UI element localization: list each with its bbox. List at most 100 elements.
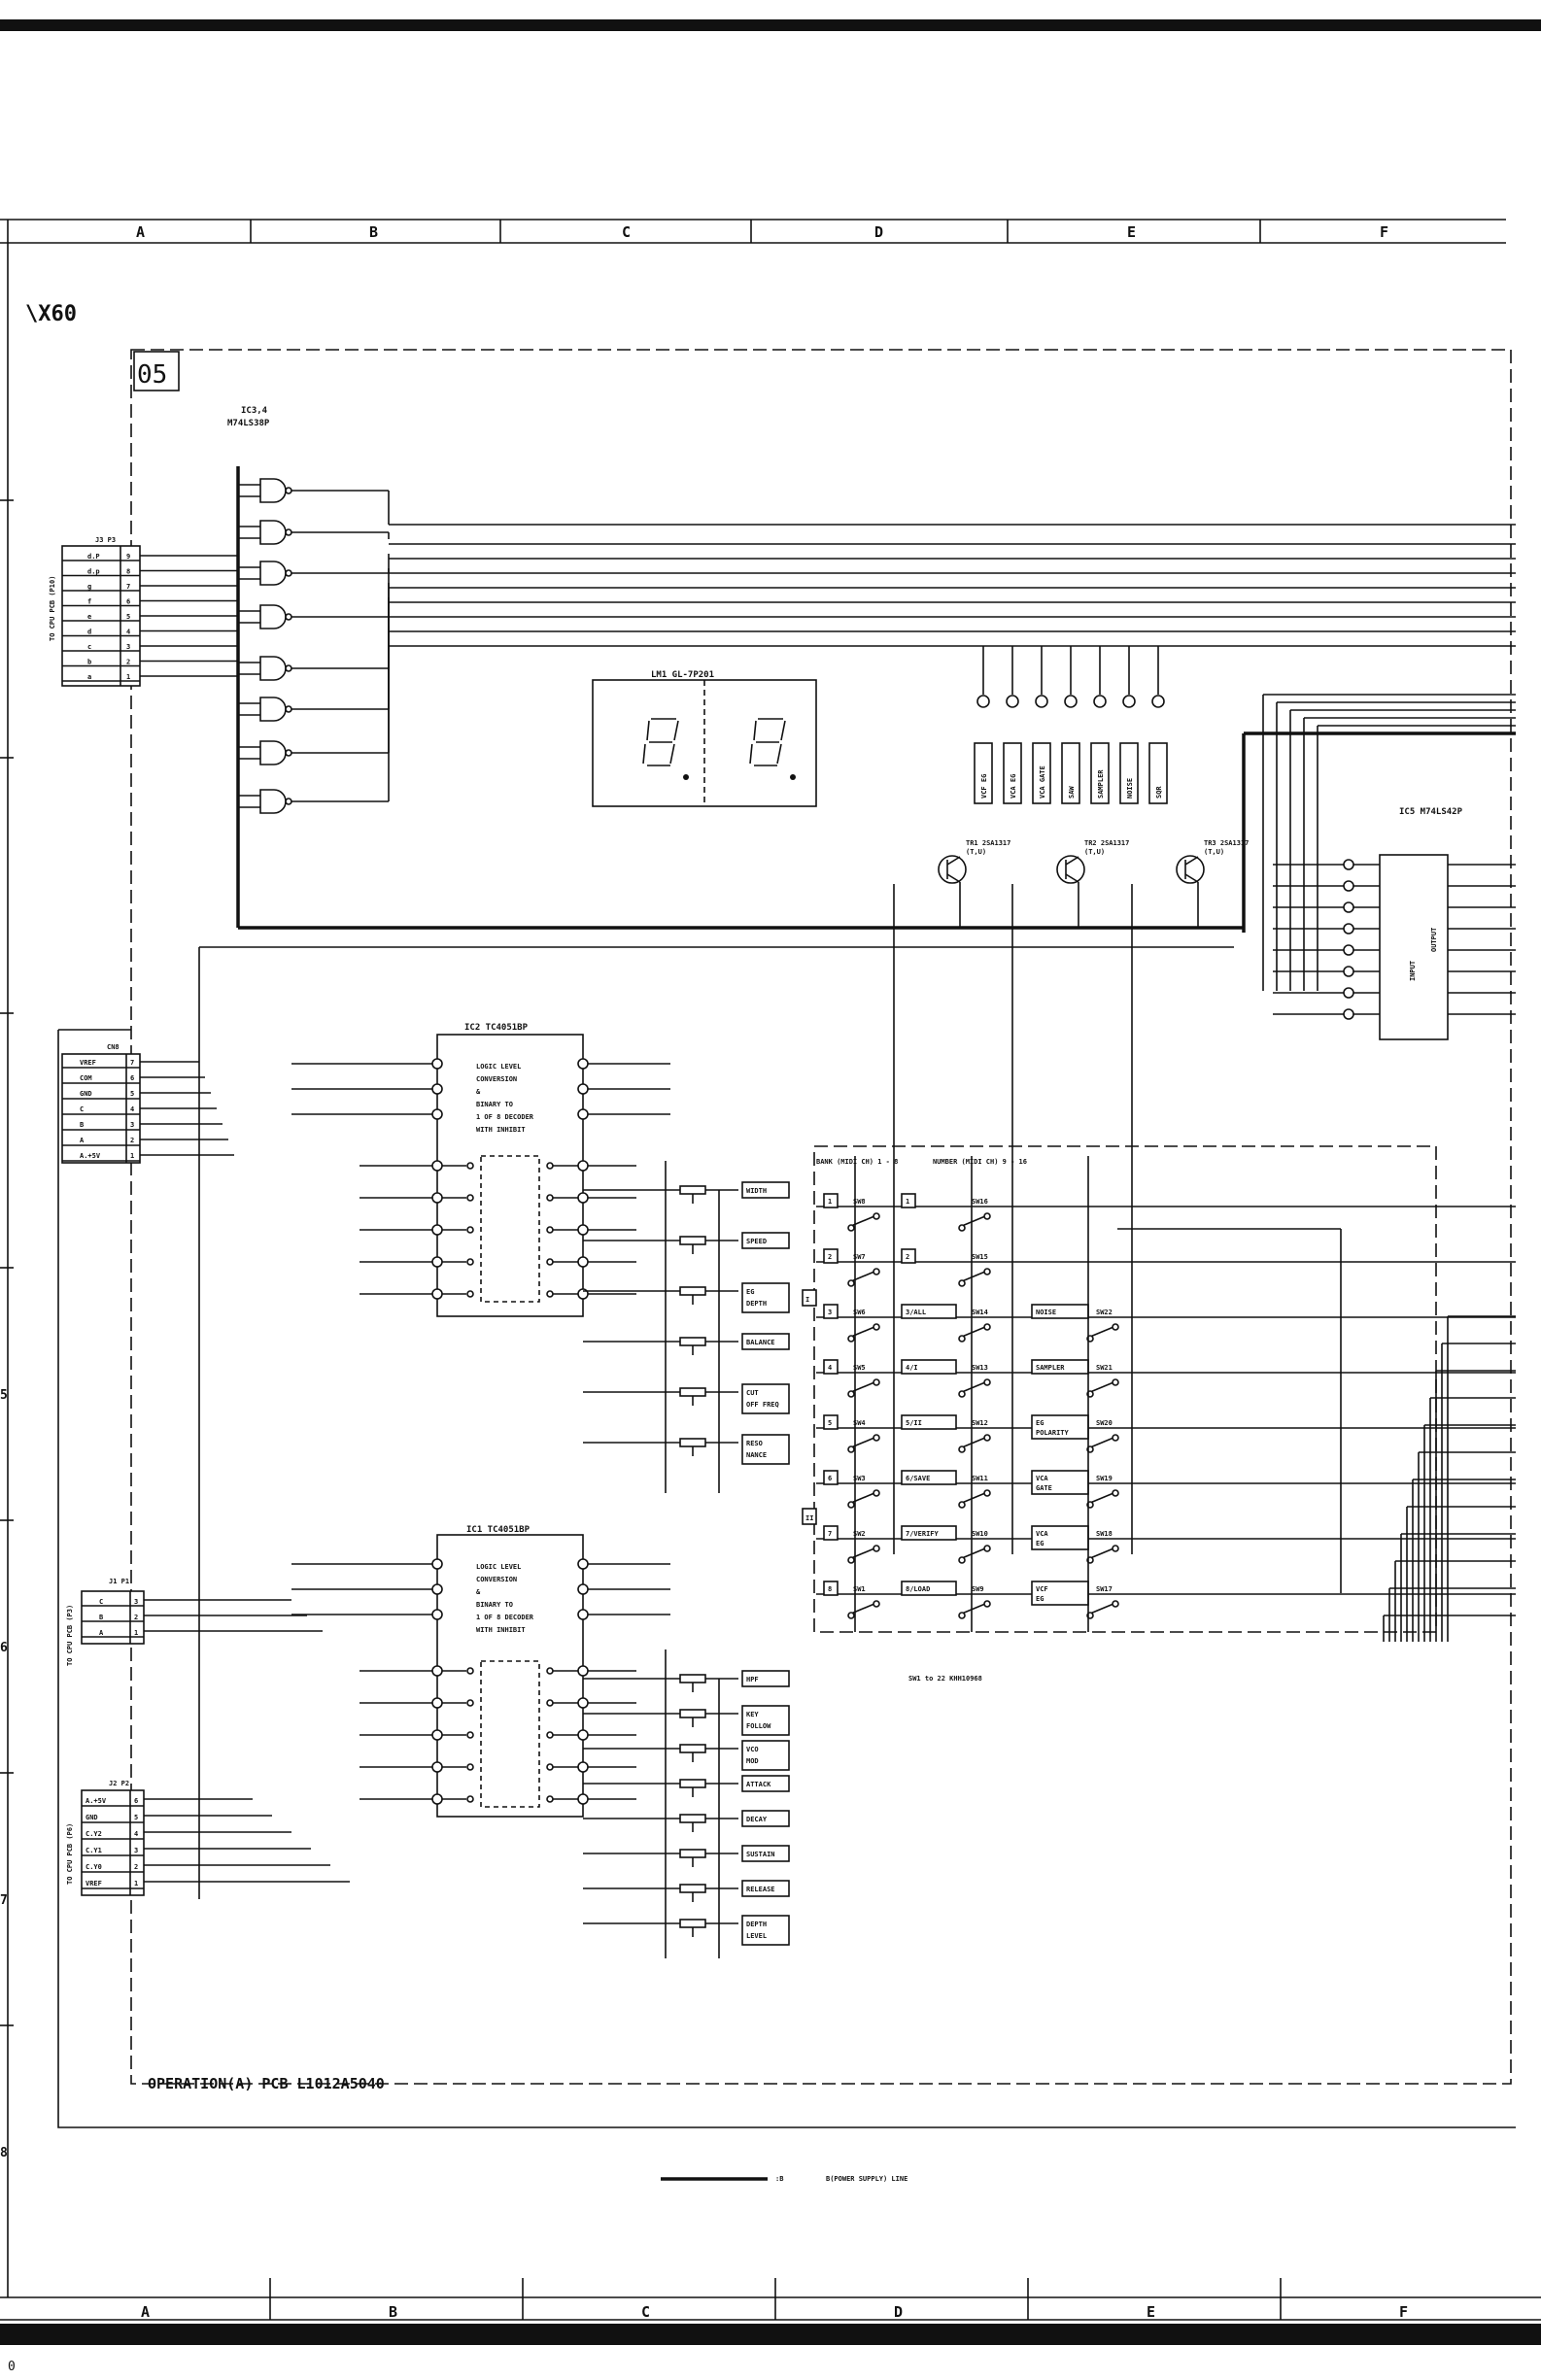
j3-pin-label: g: [87, 583, 91, 591]
number-switch-id: SW11: [972, 1475, 988, 1482]
bank-key-label: 6: [828, 1475, 832, 1482]
led: VCA EG: [1003, 646, 1022, 804]
ic34-name: IC3,4: [241, 406, 268, 416]
ic-function-line: BINARY TO: [476, 1101, 513, 1108]
led: SAW: [1061, 646, 1080, 804]
led: SQR: [1148, 646, 1168, 804]
j3-pin-label: d.P: [87, 553, 100, 561]
j3-pin-number: 6: [126, 598, 130, 606]
function-key-label: NOISE: [1036, 1309, 1056, 1316]
frame: [0, 19, 1541, 2345]
grid-column-labels: A B C D E F A B C D E F: [136, 223, 1408, 2321]
control-label: RELEASE: [746, 1886, 775, 1893]
col-label-c: C: [622, 223, 631, 241]
nand-gate: [238, 583, 390, 681]
ic-function-line: &: [476, 1588, 481, 1596]
led-label: VCA GATE: [1039, 765, 1046, 799]
j2-pin-number: 2: [134, 1863, 138, 1871]
nand-gate: [238, 478, 390, 525]
cn8-pin-label: A: [80, 1137, 85, 1144]
led-label: SAMPLER: [1097, 769, 1105, 799]
function-key-label: EG: [1036, 1595, 1044, 1603]
ic5-input-label: INPUT: [1409, 961, 1417, 981]
led: NOISE: [1119, 646, 1139, 804]
j2-header: J2 P2: [109, 1780, 129, 1787]
j2-pin-number: 6: [134, 1797, 138, 1805]
number-key-label: 7/VERIFY: [906, 1530, 940, 1538]
board-outline: 05: [57, 349, 1516, 2128]
ic34-gates: IC3,4 M74LS38P: [227, 406, 270, 428]
led-label: SAW: [1068, 786, 1076, 799]
j1-pin-label: C: [99, 1598, 103, 1606]
segment-bus: [198, 466, 1516, 1899]
row-label-6: 6: [0, 1641, 8, 1655]
j1-pin-number: 3: [134, 1598, 138, 1606]
nand-gate: [238, 627, 390, 814]
control-label: DECAY: [746, 1816, 768, 1823]
ic-function-line: CONVERSION: [476, 1075, 517, 1083]
j1-header: J1 P1: [109, 1578, 129, 1585]
bank-switch-id: SW2: [853, 1530, 866, 1538]
transistor: TR1 2SA1317(T,U): [893, 839, 1010, 1554]
col-label-c-bottom: C: [641, 2303, 650, 2321]
j1-pin-label: B: [99, 1614, 103, 1621]
j3-pin-label: d.p: [87, 568, 100, 576]
function-switch-id: SW20: [1096, 1419, 1113, 1427]
transistor-label: TR3 2SA1317: [1204, 839, 1249, 847]
col-label-d: D: [874, 223, 883, 241]
bank-key-label: 7: [828, 1530, 832, 1538]
number-switch-id: SW10: [972, 1530, 988, 1538]
col-label-a-bottom: A: [141, 2303, 150, 2321]
ic5: IC5 M74LS42P INPUT OUTPUT: [1262, 694, 1516, 1040]
ic-function-line: BINARY TO: [476, 1601, 513, 1609]
cn8-pin-number: 7: [130, 1059, 134, 1067]
led-label: VCF EG: [980, 774, 988, 799]
j3-pin-number: 8: [126, 568, 130, 576]
ic-function-line: WITH INHIBIT: [476, 1126, 526, 1134]
led: SAMPLER: [1090, 646, 1110, 804]
col-label-d-bottom: D: [894, 2303, 903, 2321]
cn8-pin-number: 5: [130, 1090, 134, 1098]
function-switch-id: SW19: [1096, 1475, 1113, 1482]
bank-key-label: 2: [828, 1253, 832, 1261]
control-label: MOD: [746, 1757, 759, 1765]
control-label: LEVEL: [746, 1932, 767, 1940]
transistor-part: (T,U): [1204, 848, 1224, 856]
j3-pin-number: 3: [126, 643, 130, 651]
j3-pin-number: 1: [126, 673, 130, 681]
j3-pin-number: 9: [126, 553, 130, 561]
bank-switch-id: SW4: [853, 1419, 866, 1427]
number-switch-id: SW13: [972, 1364, 988, 1372]
function-key-label: GATE: [1036, 1484, 1052, 1492]
col-label-f-bottom: F: [1399, 2303, 1408, 2321]
ic5-output-label: OUTPUT: [1430, 928, 1438, 952]
function-switch-id: SW18: [1096, 1530, 1113, 1538]
sheet-title: \X60: [25, 302, 77, 326]
j3-pin-label: a: [87, 673, 91, 681]
j3-pin-label: b: [87, 659, 91, 666]
ic-function-line: LOGIC LEVEL: [476, 1563, 521, 1571]
led-indicators: VCF EG VCA EG VCA GATE SAW SAMPLER NOISE SQR: [974, 646, 1168, 804]
function-key-label: VCF: [1036, 1585, 1048, 1593]
j3-pin-label: c: [87, 643, 91, 651]
col-label-f: F: [1380, 223, 1388, 241]
bank-title: BANK (MIDI CH) 1 - 8: [816, 1158, 898, 1166]
transistor-label: TR1 2SA1317: [966, 839, 1010, 847]
col-label-a: A: [136, 223, 145, 241]
bank-switch-id: SW5: [853, 1364, 866, 1372]
nand-gate: [238, 612, 390, 765]
control-label: KEY: [746, 1711, 759, 1718]
number-switch-id: SW9: [972, 1585, 984, 1593]
transistor: TR3 2SA1317(T,U): [1131, 839, 1249, 1554]
cn8-pin-number: 2: [130, 1137, 134, 1144]
control-label: BALANCE: [746, 1339, 775, 1346]
number-key-label: 3/ALL: [906, 1309, 926, 1316]
j2-pin-number: 4: [134, 1830, 138, 1838]
j1-pin-number: 2: [134, 1614, 138, 1621]
